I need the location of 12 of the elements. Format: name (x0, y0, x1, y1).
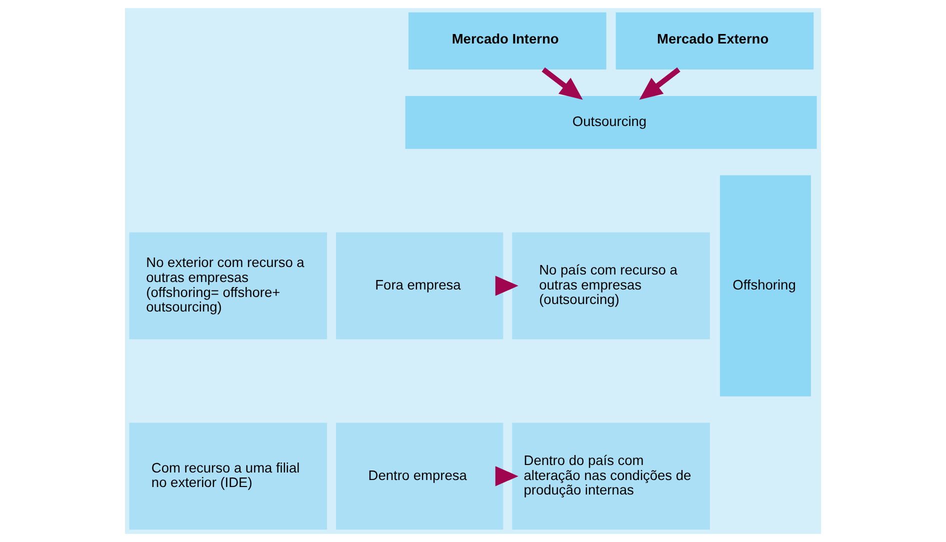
node-box: No país com recurso a outras empresas (outsourcing) (512, 232, 710, 340)
arrow (542, 67, 583, 100)
node-box: Mercado Externo (616, 12, 814, 70)
node-box: No exterior com recurso a outras empresas (offshoring= offshore+ outsourcing) (129, 232, 328, 340)
node-box: Offshoring (720, 175, 811, 396)
node-box: Com recurso a uma filial no exterior (IDE) (129, 422, 328, 530)
node-box: Outsourcing (405, 96, 817, 149)
node-box: Dentro do país com alteração nas condições de produção internas (512, 422, 710, 530)
arrow (639, 67, 680, 100)
node-box: Mercado Interno (408, 12, 606, 70)
arrow (495, 276, 518, 296)
arrow (495, 466, 518, 486)
